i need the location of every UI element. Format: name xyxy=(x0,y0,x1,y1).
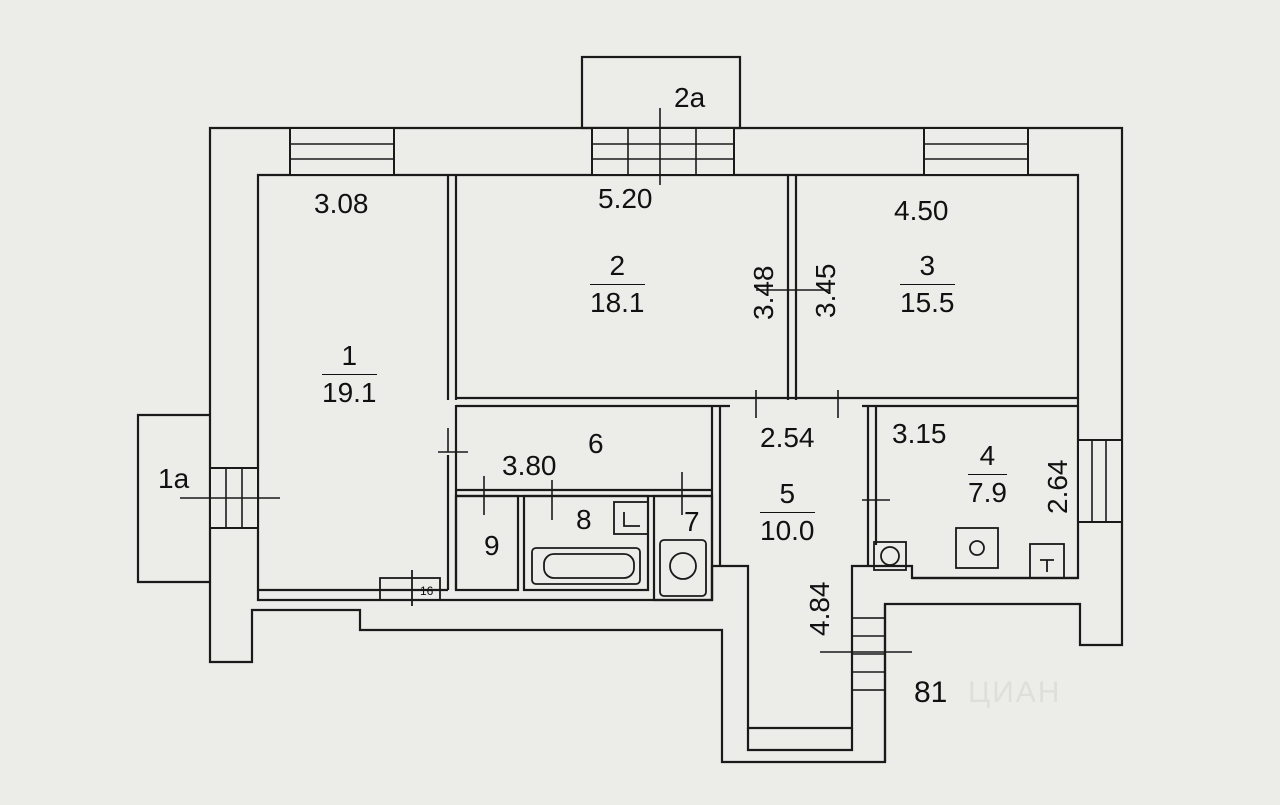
dim-room5-depth: 4.84 xyxy=(804,581,835,637)
room-3-number: 3 xyxy=(900,252,955,285)
room-7-box xyxy=(652,494,714,602)
dim-room3-width: 4.50 xyxy=(894,195,949,226)
dim-room1-width: 3.08 xyxy=(314,188,369,219)
bathtub xyxy=(531,547,641,585)
room-7-number: 7 xyxy=(684,506,700,537)
room-6-number: 6 xyxy=(588,428,604,459)
room-5-number: 5 xyxy=(760,480,815,513)
balcony-1a xyxy=(136,413,210,584)
room-3-label: 3 15.5 xyxy=(900,252,955,317)
room-5-area: 10.0 xyxy=(760,515,815,546)
room-1-label: 1 19.1 xyxy=(322,342,377,407)
room-8-number: 8 xyxy=(576,504,592,535)
balcony-2a xyxy=(580,55,742,130)
room-3-area: 15.5 xyxy=(900,287,955,318)
balcony-label-1a: 1a xyxy=(158,463,190,494)
dim-room2-width: 5.20 xyxy=(598,183,653,214)
room-4-label: 4 7.9 xyxy=(968,442,1007,507)
boiler xyxy=(873,541,907,571)
window-room-1 xyxy=(289,127,395,176)
room-2-label: 2 18.1 xyxy=(590,252,645,317)
room-2-number: 2 xyxy=(590,252,645,285)
balcony-label-2a: 2a xyxy=(674,82,706,113)
window-room-3 xyxy=(923,127,1029,176)
radiator-label: 16 xyxy=(420,584,434,598)
toilet-base xyxy=(659,539,707,597)
toilet-bowl xyxy=(669,552,697,580)
room-8-box xyxy=(522,494,650,592)
room-5-label: 5 10.0 xyxy=(760,480,815,545)
room-2-area: 18.1 xyxy=(590,287,645,318)
radiator-marker xyxy=(379,577,441,601)
dim-room5-width: 2.54 xyxy=(760,422,815,453)
room-1-number: 1 xyxy=(322,342,377,375)
watermark: ЦИАН xyxy=(968,676,1062,709)
dim-room3-depth: 3.45 xyxy=(810,263,841,319)
dim-room4-width: 3.15 xyxy=(892,418,947,449)
room-9-number: 9 xyxy=(484,530,500,561)
room-1-area: 19.1 xyxy=(322,377,377,408)
sink xyxy=(613,501,649,535)
stove xyxy=(955,527,999,569)
dim-room6-length: 3.80 xyxy=(502,450,557,481)
apartment-number: 81 xyxy=(914,676,948,709)
window-room-4 xyxy=(1077,439,1123,523)
outer-wall-outline xyxy=(208,126,1124,764)
room-4-area: 7.9 xyxy=(968,477,1007,508)
kitchen-sink xyxy=(1029,543,1065,579)
dim-room4-depth: 2.64 xyxy=(1042,459,1073,515)
dim-room2-depth: 3.48 xyxy=(748,265,779,321)
inner-wall-outline xyxy=(256,173,1080,730)
room-9-box xyxy=(454,494,520,592)
entrance-corridor xyxy=(746,728,854,752)
door-balcony-2a xyxy=(591,127,735,176)
room-4-number: 4 xyxy=(968,442,1007,475)
